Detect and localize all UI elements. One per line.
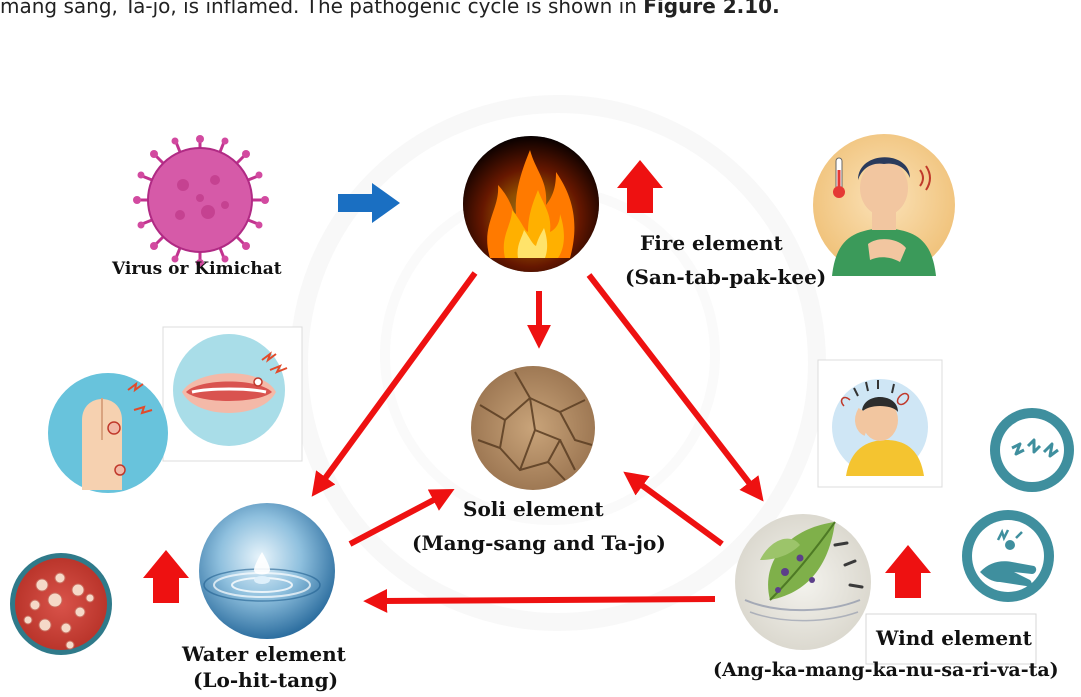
fire-increase-arrow xyxy=(617,160,663,213)
virus-label: Virus or Kimichat xyxy=(112,259,282,279)
arrow-wind-to-water xyxy=(374,599,715,601)
rash-dish-icon xyxy=(10,553,112,655)
wind-leaf-icon xyxy=(735,514,871,650)
cracked-earth-icon xyxy=(471,366,595,490)
fever-person-icon xyxy=(813,134,955,276)
skin-lesion-icon xyxy=(48,373,168,493)
fire-element-subtitle: (San-tab-pak-kee) xyxy=(625,265,826,289)
soil-element-subtitle: (Mang-sang and Ta-jo) xyxy=(412,531,666,555)
wind-element-subtitle: (Ang-ka-mang-ka-nu-sa-ri-va-ta) xyxy=(713,659,1059,681)
wind-increase-arrow xyxy=(885,545,931,598)
arrow-fire-to-water xyxy=(318,273,475,488)
wind-element-title: Wind element xyxy=(876,626,1032,650)
infection-arrow xyxy=(338,183,400,223)
numb-hand-icon xyxy=(962,510,1054,602)
water-element-subtitle: (Lo-hit-tang) xyxy=(193,668,338,692)
water-element-title: Water element xyxy=(182,642,346,666)
water-drop-icon xyxy=(199,503,335,639)
virus-icon xyxy=(133,135,269,267)
arrow-fire-to-wind xyxy=(589,275,757,493)
dizzy-icon xyxy=(990,408,1074,492)
water-increase-arrow xyxy=(143,550,189,603)
fire-element-title: Fire element xyxy=(640,231,816,255)
fire-icon xyxy=(463,136,599,272)
soil-element-title: Soli element xyxy=(463,497,604,521)
